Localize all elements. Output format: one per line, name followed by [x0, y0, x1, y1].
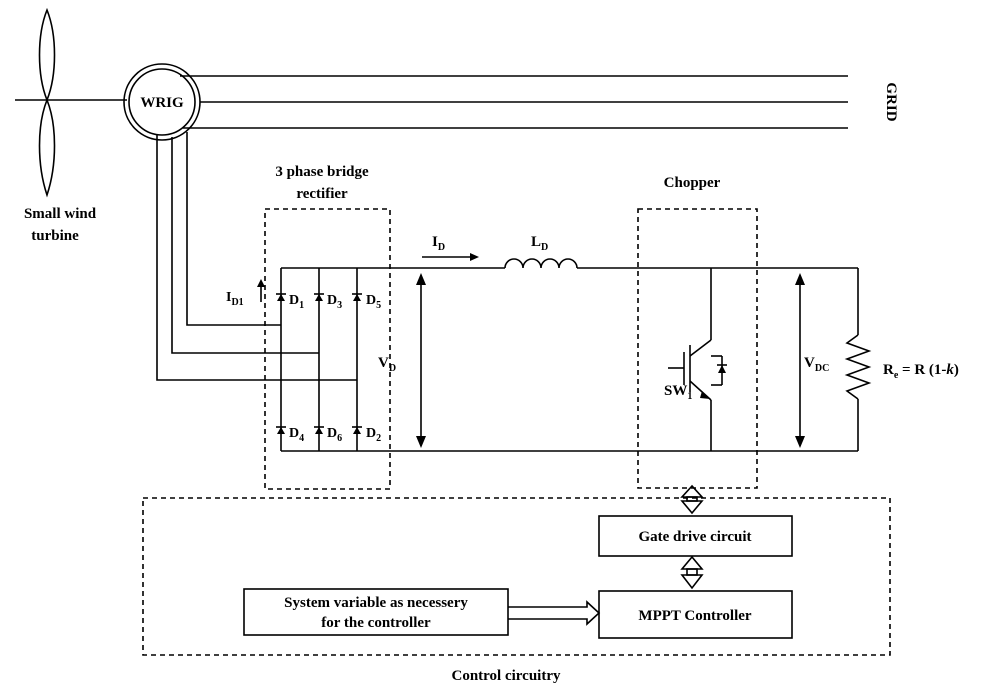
id-arrow-head: [470, 253, 479, 261]
resistor-zigzag: [844, 334, 872, 400]
rectifier-box: [264, 208, 391, 490]
rotor-lead-3: [156, 135, 357, 381]
rotor-lead-1: [186, 132, 281, 326]
wind-turbine: [15, 7, 127, 198]
diode-d3-symbol: [315, 294, 323, 301]
sysvar-arrow-outline: [508, 600, 601, 626]
id1-arrow-head: [257, 279, 265, 287]
vd-arrow-head-down: [416, 436, 426, 448]
diode-d1: [276, 293, 286, 301]
mppt-link-head-down: [680, 574, 704, 590]
grid-label: GRID: [883, 82, 899, 121]
id1-arrow: [257, 279, 265, 302]
grid-lines: [180, 75, 848, 129]
system-variable-box: [243, 588, 509, 636]
gate-drive-box: [598, 515, 793, 557]
gate-drive-label: Gate drive circuit: [638, 529, 751, 545]
diode-d2: [352, 426, 362, 434]
id-arrow: [422, 253, 479, 261]
mppt-link-head-up: [680, 555, 704, 570]
chopper-link-head-down: [680, 500, 704, 515]
id-label: ID: [432, 234, 445, 253]
vdc-arrow-head-down: [795, 436, 805, 448]
vdc-arrow-head-up: [795, 273, 805, 285]
switch-diode-symbol: [718, 365, 726, 373]
vd-arrow: [416, 273, 426, 448]
rotor-lead-2: [171, 137, 319, 354]
diode-d5-label: D5: [366, 293, 381, 311]
control-box: [142, 497, 891, 656]
sysvar-mppt-arrow: [508, 600, 601, 626]
vdc-arrow: [795, 273, 805, 448]
chopper-label: Chopper: [664, 175, 721, 191]
diode-d5-symbol: [353, 294, 361, 301]
mppt-label: MPPT Controller: [638, 608, 752, 624]
id1-label: ID1: [226, 290, 244, 308]
switch-emitter-arrow: [700, 391, 710, 399]
chopper-gate-link: [680, 484, 704, 515]
rectifier-label-line1: 3 phase bridge: [275, 164, 369, 180]
mppt-link-shaft: [686, 568, 698, 576]
turbine-label-line2: turbine: [31, 228, 79, 244]
inductor-ld: [504, 258, 578, 269]
generator-inner-circle: [128, 68, 196, 136]
load-resistor: [844, 268, 872, 451]
mppt-box: [598, 590, 793, 639]
vd-arrow-head-up: [416, 273, 426, 285]
diode-d6: [314, 426, 324, 434]
ld-label: LD: [531, 234, 548, 253]
diode-d4: [276, 426, 286, 434]
diode-d2-symbol: [353, 427, 361, 434]
rectifier-label-line2: rectifier: [296, 186, 348, 202]
vdc-label: VDC: [804, 355, 829, 374]
control-label: Control circuitry: [451, 668, 561, 684]
diode-d1-label: D1: [289, 293, 304, 311]
diode-d4-symbol: [277, 427, 285, 434]
diode-d3: [314, 293, 324, 301]
system-variable-line2: for the controller: [321, 615, 431, 631]
resistor-label: Re = R (1-k): [883, 362, 959, 381]
rotor-leads: [156, 132, 357, 381]
switch-sw1: [668, 268, 727, 451]
diode-d3-label: D3: [327, 293, 342, 311]
diode-d6-symbol: [315, 427, 323, 434]
turbine-blade-bottom: [38, 97, 56, 198]
diode-d1-symbol: [277, 294, 285, 301]
chopper-box: [637, 208, 758, 489]
switch-collector: [689, 339, 712, 357]
switch-label: SW1: [664, 383, 692, 402]
diode-d4-label: D4: [289, 426, 304, 444]
generator-label: WRIG: [140, 95, 184, 111]
system-variable-line1: System variable as necessery: [284, 595, 468, 611]
diode-d6-label: D6: [327, 426, 342, 444]
vd-label: VD: [378, 355, 396, 374]
gate-mppt-link: [680, 555, 704, 590]
diode-d2-label: D2: [366, 426, 381, 444]
turbine-blade-top: [38, 7, 56, 103]
diode-d5: [352, 293, 362, 301]
turbine-label-line1: Small wind: [24, 206, 97, 222]
